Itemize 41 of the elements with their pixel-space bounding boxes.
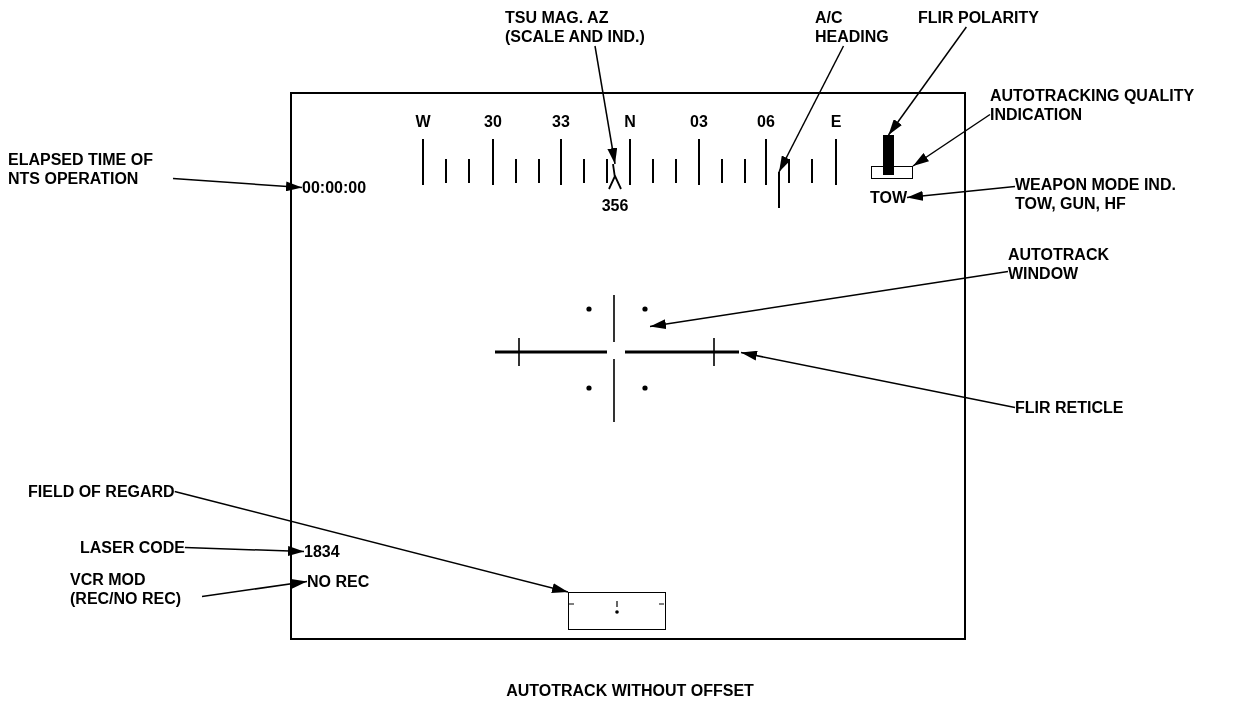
- recording-mode-readout: NO REC: [307, 572, 370, 591]
- field-of-regard-box: [568, 592, 666, 630]
- leader-arrow: [912, 113, 991, 167]
- polarity-bar: [883, 135, 894, 175]
- display-screen-frame: [290, 92, 966, 640]
- callout-text: ELAPSED TIME OF NTS OPERATION: [8, 150, 173, 188]
- leader-arrow: [740, 350, 1016, 409]
- callout-text: AUTOTRACKING QUALITY INDICATION: [990, 86, 1252, 124]
- scale-label: 33: [552, 112, 570, 131]
- callout-text: FIELD OF REGARD: [28, 482, 175, 501]
- leader-arrow: [173, 490, 569, 593]
- callout-text: FLIR RETICLE: [1015, 398, 1124, 417]
- leader-arrow: [906, 185, 1016, 201]
- callout-text: TSU MAG. AZ (SCALE AND IND.): [505, 8, 655, 46]
- leader-arrow: [184, 545, 305, 556]
- callout-text: WEAPON MODE IND. TOW, GUN, HF: [1015, 175, 1220, 213]
- reticle-drawing: [494, 294, 741, 424]
- scale-label: 06: [757, 112, 775, 131]
- weapon-mode-readout: TOW: [870, 188, 908, 207]
- scale-label: 30: [484, 112, 502, 131]
- scale-label: E: [830, 112, 842, 131]
- callout-text: A/C HEADING: [815, 8, 910, 46]
- leader-arrow: [594, 45, 618, 165]
- leader-arrow: [172, 177, 303, 192]
- callout-text: VCR MOD (REC/NO REC): [70, 570, 202, 608]
- elapsed-time-readout: 00:00:00: [302, 178, 367, 197]
- autotrack-window-drawing: [584, 304, 650, 394]
- laser-code-readout: 1834: [304, 542, 340, 561]
- leader-arrow: [778, 45, 845, 173]
- heading-marker: [778, 172, 780, 208]
- callout-text: LASER CODE: [80, 538, 185, 557]
- leader-arrow: [201, 578, 308, 598]
- scale-label: N: [624, 112, 636, 131]
- callout-text: FLIR POLARITY: [918, 8, 1039, 27]
- azimuth-value: 356: [600, 196, 630, 215]
- callout-text: AUTOTRACK WINDOW: [1008, 245, 1133, 283]
- scale-label: W: [415, 112, 431, 131]
- leader-arrow: [649, 270, 1009, 329]
- scale-label: 03: [690, 112, 708, 131]
- leader-arrow: [887, 26, 968, 136]
- figure-caption: AUTOTRACK WITHOUT OFFSET: [506, 681, 754, 700]
